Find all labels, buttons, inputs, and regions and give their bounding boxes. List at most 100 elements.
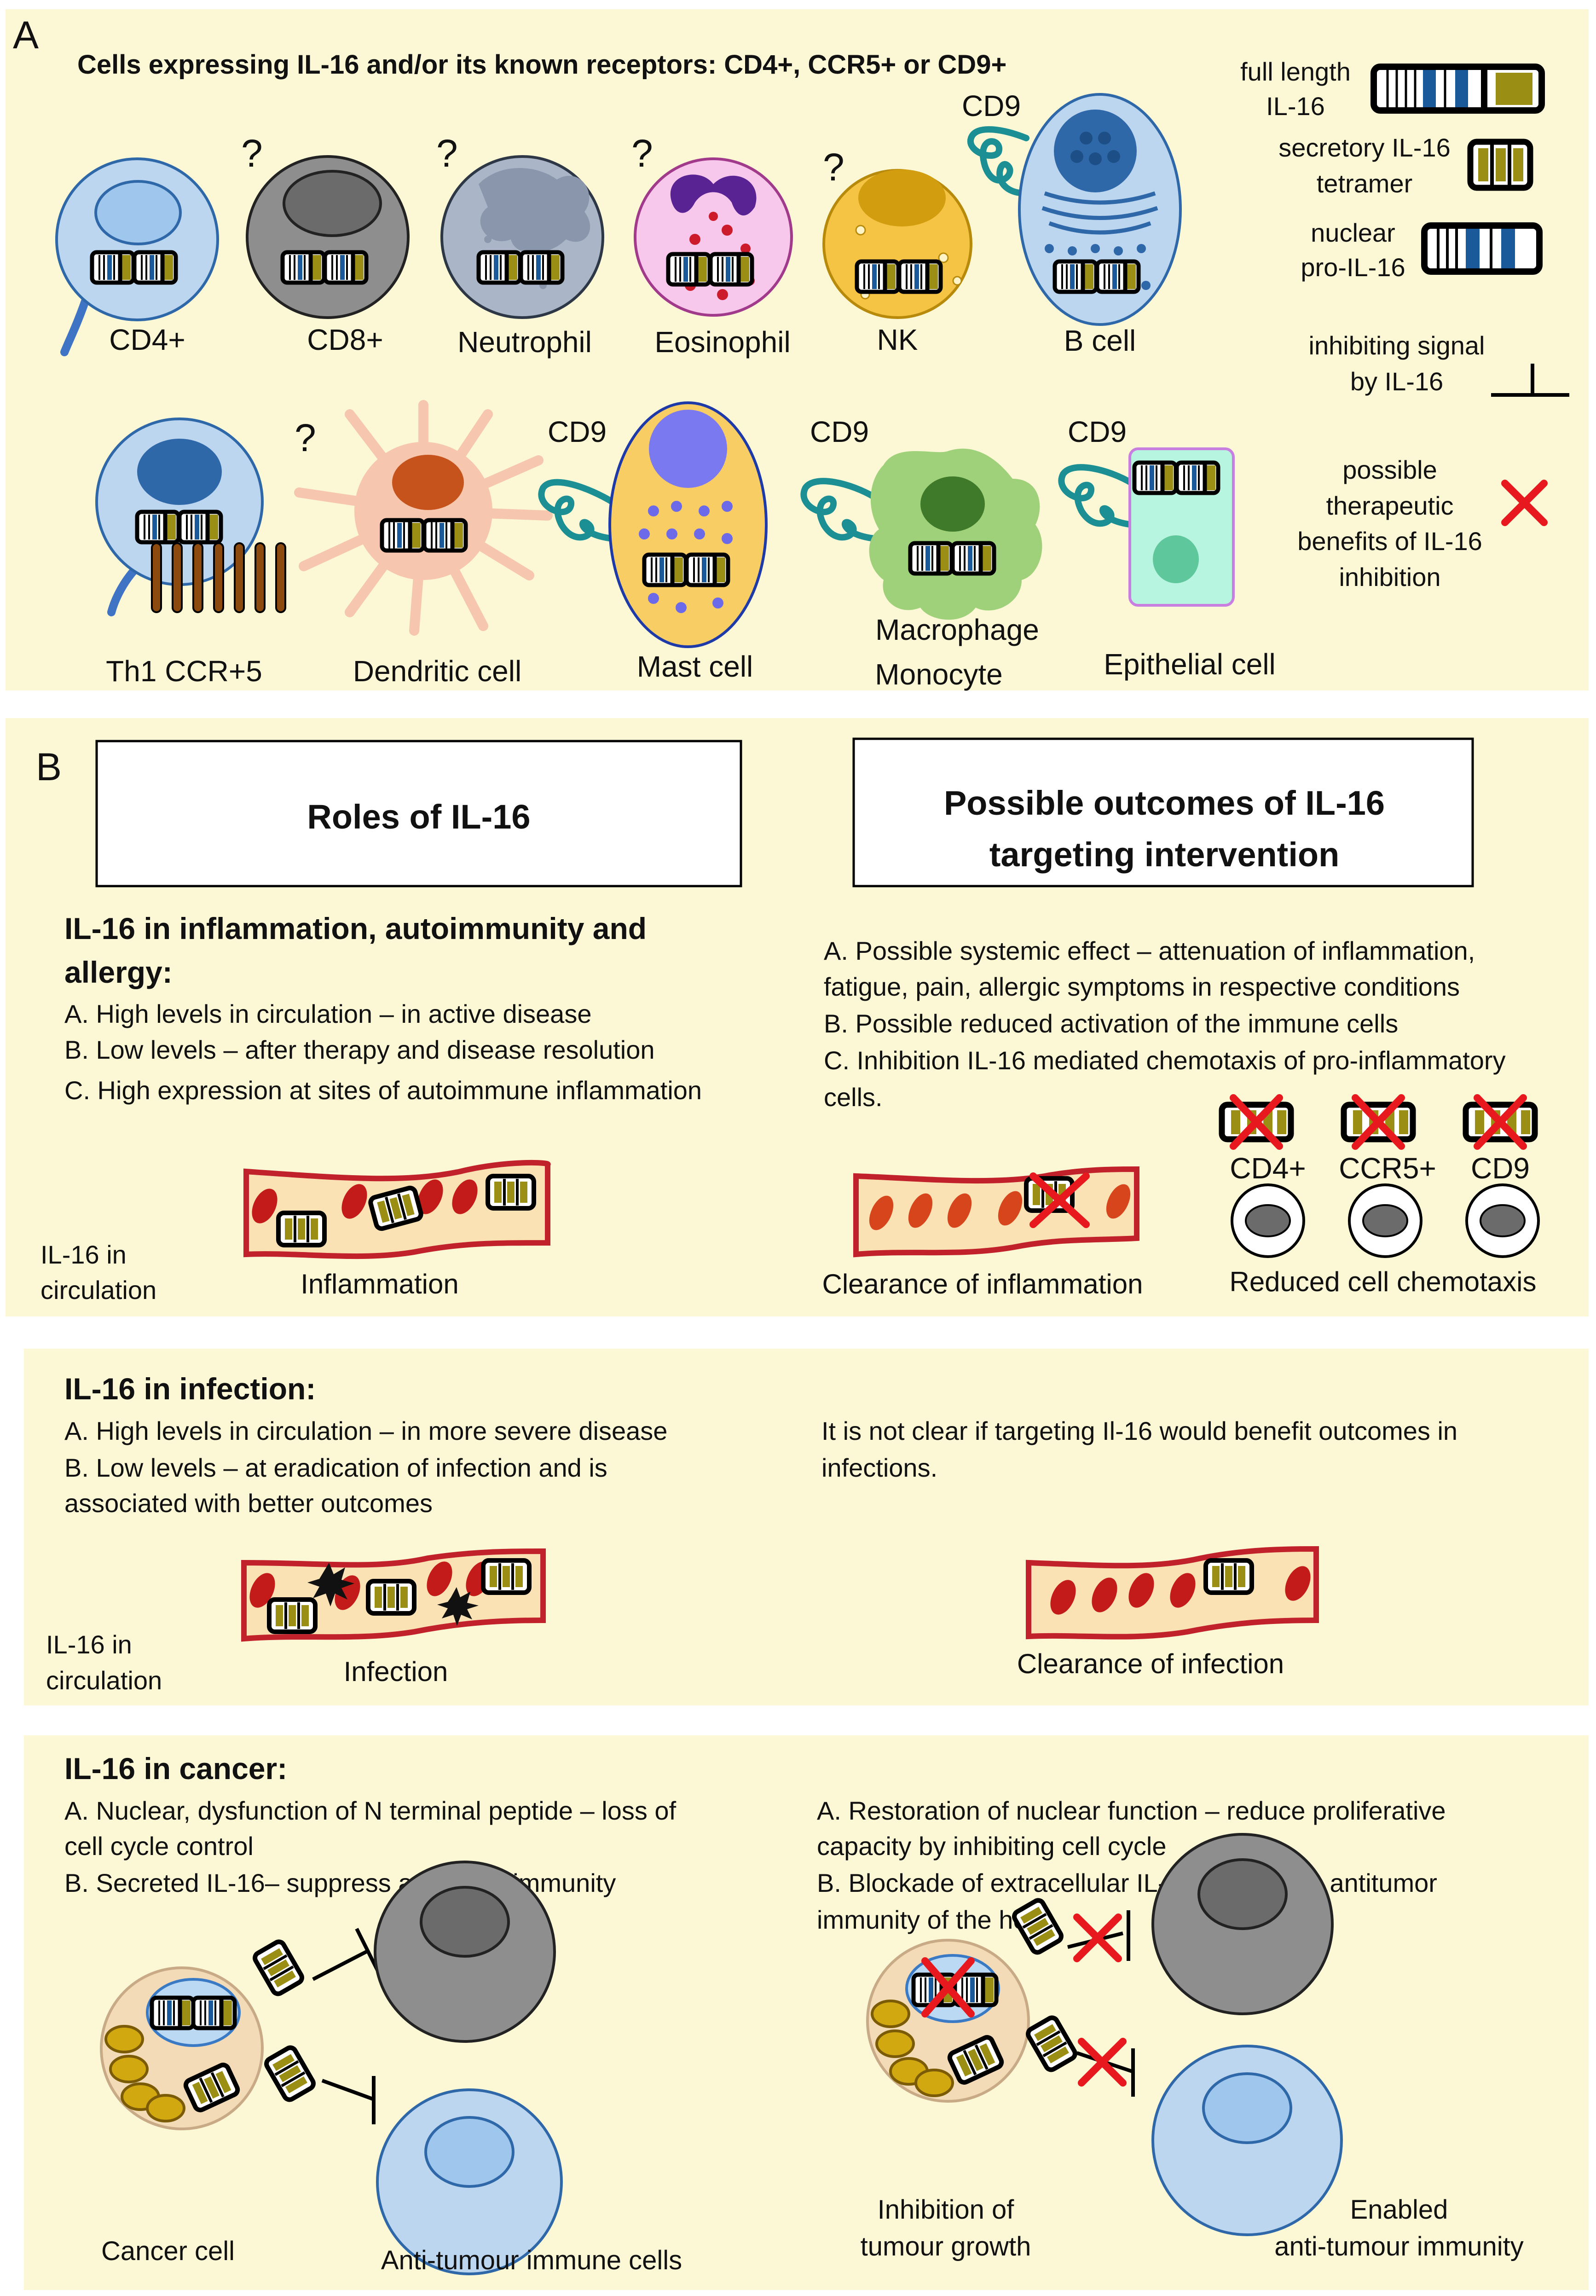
cancer-cell-label: Cancer cell — [101, 2236, 235, 2266]
box-roles — [95, 740, 742, 887]
legend-full-length-2: IL-16 — [1266, 92, 1325, 121]
cell-nk — [822, 169, 972, 319]
label-th1: Th1 CCR+5 — [106, 655, 262, 688]
inhibition-label-2: tumour growth — [861, 2232, 1031, 2261]
label-dendritic: Dendritic cell — [353, 655, 521, 688]
chemotaxis-label: Reduced cell chemotaxis — [1229, 1266, 1536, 1297]
infection-left-line-1: A. High levels in circulation – in more … — [64, 1416, 667, 1445]
receptor-label-cd9: CD9 — [1471, 1152, 1530, 1185]
panel-b-infection-background — [24, 1349, 1589, 1705]
cancer-right-line-3: B. Blockade of extracellular IL-16 – enh… — [817, 1868, 1437, 1897]
box-outcomes-title-1: Possible outcomes of IL-16 — [944, 784, 1385, 822]
inflammation-right-line-1: A. Possible systemic effect – attenuatio… — [824, 936, 1475, 965]
receptor-label-ccr5: CCR5+ — [1339, 1152, 1436, 1185]
panel-a-title: Cells expressing IL-16 and/or its known … — [77, 50, 1006, 80]
inflammation-heading-2: allergy: — [64, 955, 173, 989]
cancer-left-line-1: A. Nuclear, dysfunction of N terminal pe… — [64, 1796, 677, 1825]
inflammation-left-line-1: A. High levels in circulation – in activ… — [64, 999, 591, 1028]
immune-cells-label: Anti-tumour immune cells — [381, 2245, 682, 2275]
circulation-label-2: circulation — [40, 1276, 156, 1305]
legend-full-length-icon — [1370, 64, 1545, 114]
infection-left-line-2: B. Low levels – at eradication of infect… — [64, 1453, 607, 1482]
question-mark-nk: ? — [823, 145, 844, 189]
receptor-markers: CD4+ CCR5+ CD9 Reduced cell chemotaxis — [1219, 1094, 1540, 1297]
cell-dendritic — [294, 400, 553, 636]
legend-secretory-icon — [1467, 139, 1533, 191]
cell-neutrophil — [440, 155, 604, 319]
box-roles-title: Roles of IL-16 — [307, 798, 530, 836]
legend-inhibiting-2: by IL-16 — [1350, 367, 1443, 396]
label-mast: Mast cell — [637, 650, 753, 683]
cancer-right-line-2: capacity by inhibiting cell cycle — [817, 1832, 1166, 1861]
cancer-cell-left — [100, 1966, 264, 2130]
inhibit-arrow-left-bottom — [321, 2076, 376, 2124]
legend-nuclear-icon — [1421, 222, 1543, 275]
legend-red-x-icon — [1501, 480, 1548, 526]
inflammation-right-line-4: C. Inhibition IL-16 mediated chemotaxis … — [824, 1046, 1506, 1075]
immune-cell-blue-left — [376, 2088, 563, 2275]
blocked-x-right-bottom — [1078, 2038, 1127, 2087]
pathogen-icon — [307, 1563, 479, 1626]
label-eosinophil: Eosinophil — [654, 325, 790, 359]
label-cd4: CD4+ — [109, 323, 185, 356]
immune-cell-grey-right — [1151, 1833, 1334, 2015]
box-outcomes — [852, 737, 1474, 887]
panel-b-letter: B — [36, 745, 62, 789]
question-mark-neutrophil: ? — [436, 132, 458, 175]
legend-inhibit-icon — [1491, 364, 1569, 397]
enabled-label-1: Enabled — [1350, 2195, 1448, 2225]
label-b-cell: B cell — [1064, 324, 1136, 357]
receptor-label-cd4: CD4+ — [1230, 1152, 1306, 1185]
cell-mast — [608, 401, 768, 648]
label-monocyte: Monocyte — [875, 658, 1002, 691]
cd9-label-bcell: CD9 — [962, 89, 1021, 122]
question-mark-cd8: ? — [241, 132, 263, 175]
cd9-label-epithelial: CD9 — [1068, 415, 1127, 448]
blocked-x-right-top — [1073, 1913, 1122, 1962]
circulation-label-1: IL-16 in — [40, 1240, 127, 1269]
legend-therapeutic-1: possible — [1342, 455, 1437, 484]
legend-therapeutic-2: therapeutic — [1326, 491, 1453, 520]
vessel-infection — [241, 1548, 546, 1642]
label-macrophage: Macrophage — [875, 613, 1039, 646]
label-epithelial: Epithelial cell — [1104, 648, 1276, 681]
cancer-cell-right — [866, 1939, 1030, 2103]
vessel-infection-label: Infection — [344, 1656, 448, 1687]
vessel-inflammation-label: Inflammation — [301, 1269, 458, 1299]
vessel-clearance-infection-label: Clearance of infection — [1017, 1648, 1284, 1679]
panel-a-letter: A — [13, 13, 39, 57]
cd9-receptor-bcell — [967, 126, 1029, 197]
legend-nuclear-1: nuclear — [1311, 218, 1395, 247]
cancer-right-line-4: immunity of the host — [817, 1905, 1048, 1934]
chemotaxis-cells — [1231, 1183, 1540, 1258]
immune-cell-blue-right — [1151, 2045, 1343, 2236]
question-mark-dendritic: ? — [295, 416, 316, 459]
cd9-receptor-epithelial — [1058, 464, 1135, 528]
legend: full length IL-16 secretory IL-16 tetram… — [1240, 57, 1569, 591]
inflammation-right-line-5: cells. — [824, 1083, 883, 1112]
vessel-clearance-infection — [1026, 1546, 1319, 1640]
infection-right-line-2: infections. — [821, 1453, 937, 1482]
inflammation-left-line-3: C. High expression at sites of autoimmun… — [64, 1076, 702, 1105]
cancer-left-line-2: cell cycle control — [64, 1832, 254, 1861]
panel-a-background — [6, 9, 1589, 690]
cancer-heading: IL-16 in cancer: — [64, 1751, 287, 1786]
label-neutrophil: Neutrophil — [457, 325, 592, 359]
inhibition-label-1: Inhibition of — [878, 2195, 1015, 2225]
question-mark-eosinophil: ? — [631, 132, 653, 175]
cd9-receptor-macrophage — [800, 478, 878, 542]
cancer-right-line-1: A. Restoration of nuclear function – red… — [817, 1796, 1446, 1825]
enabled-label-2: anti-tumour immunity — [1274, 2232, 1523, 2261]
infection-circulation-1: IL-16 in — [46, 1630, 132, 1659]
cd9-label-macrophage: CD9 — [810, 415, 869, 448]
legend-therapeutic-3: benefits of IL-16 — [1297, 527, 1482, 556]
legend-inhibiting-1: inhibiting signal — [1309, 331, 1485, 360]
legend-secretory-1: secretory IL-16 — [1278, 133, 1451, 162]
cell-eosinophil — [634, 157, 793, 317]
inflammation-right-line-2: fatigue, pain, allergic symptoms in resp… — [824, 972, 1460, 1001]
cell-b-cell — [1018, 93, 1182, 326]
legend-full-length-1: full length — [1240, 57, 1351, 86]
vessel-inflammation — [243, 1160, 551, 1259]
cell-macrophage — [869, 448, 1042, 620]
